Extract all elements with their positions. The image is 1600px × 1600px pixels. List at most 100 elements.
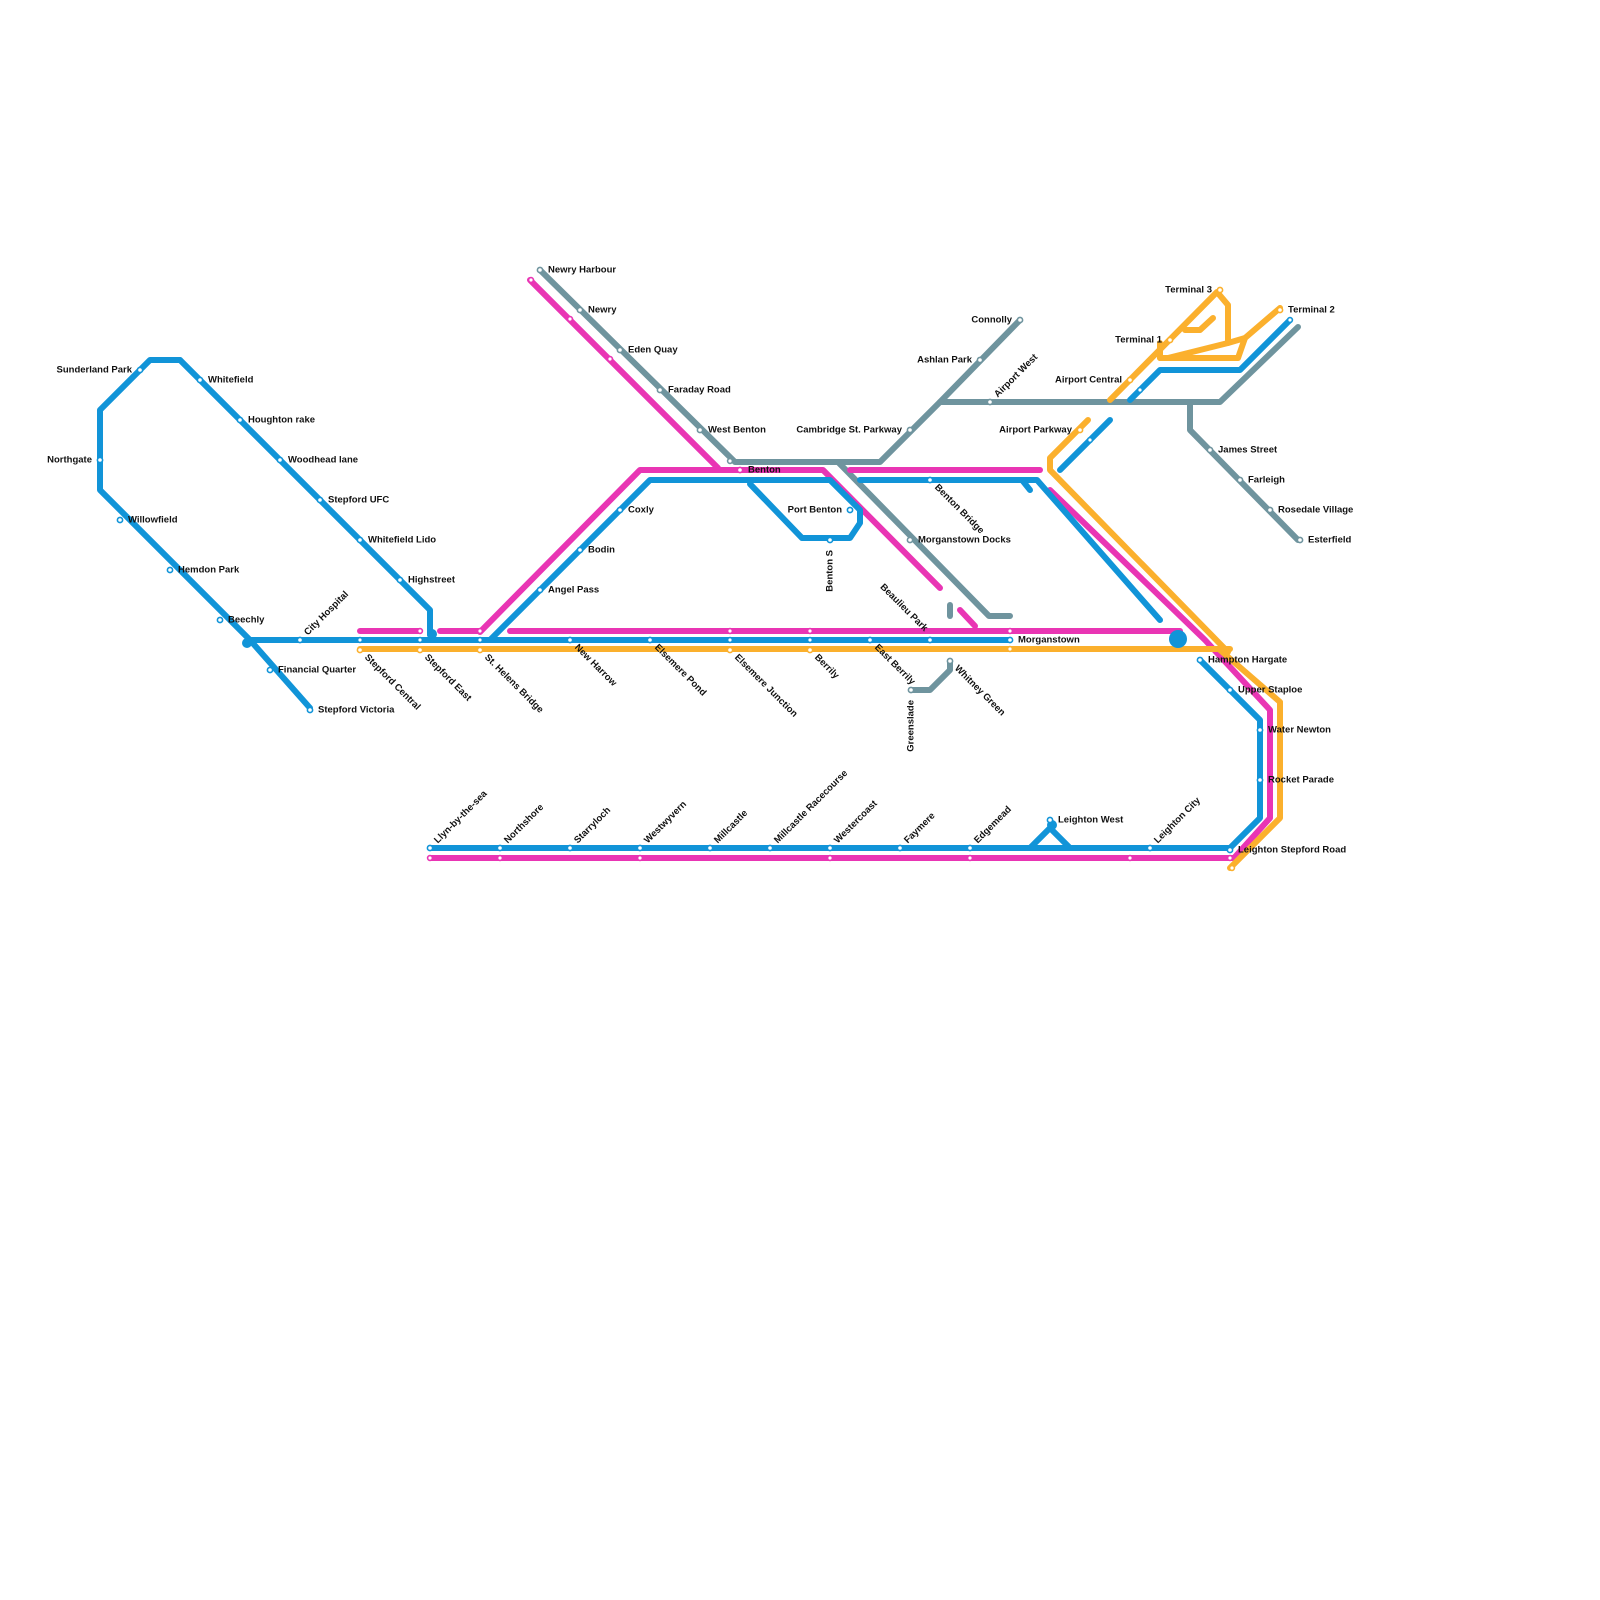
station-marker-greenslade[interactable]	[908, 687, 913, 692]
station-marker-west-benton[interactable]	[697, 427, 702, 432]
station-marker-eden-quay[interactable]	[617, 347, 622, 352]
station-marker	[1008, 647, 1013, 652]
station-marker-willowfield[interactable]	[117, 517, 122, 522]
station-marker-stepford-east[interactable]	[417, 647, 422, 652]
station-marker-northgate[interactable]	[97, 457, 102, 462]
station-marker-morganstown-docks[interactable]	[907, 537, 912, 542]
station-marker-water-newton[interactable]	[1257, 727, 1262, 732]
station-label-beaulieu-park: Beaulieu Park	[878, 582, 931, 635]
station-label-connolly: Connolly	[971, 315, 1012, 326]
station-marker-westwyvern[interactable]	[637, 845, 642, 850]
station-marker-highstreet[interactable]	[397, 577, 402, 582]
station-label-northgate: Northgate	[47, 455, 92, 466]
station-marker-terminal-1[interactable]	[1167, 337, 1172, 342]
station-marker-terminal-2[interactable]	[1277, 307, 1282, 312]
station-marker-airport-central[interactable]	[1127, 377, 1132, 382]
station-marker-hemdon-park[interactable]	[167, 567, 172, 572]
station-marker-leighton-stepford-road[interactable]	[1227, 847, 1232, 852]
station-marker-llyn-by-the-sea[interactable]	[427, 845, 432, 850]
station-marker-beaulieu-park[interactable]	[927, 637, 932, 642]
station-marker-city-hospital[interactable]	[297, 637, 302, 642]
station-marker-faraday-road[interactable]	[657, 387, 662, 392]
station-marker	[478, 638, 483, 643]
orange-line-segment-28	[1110, 292, 1228, 400]
station-marker	[418, 629, 423, 634]
station-marker-millcastle[interactable]	[707, 845, 712, 850]
station-marker-whitefield-lido[interactable]	[357, 537, 362, 542]
station-marker-coxly[interactable]	[617, 507, 622, 512]
station-label-coxly: Coxly	[628, 505, 655, 516]
station-label-stepford-victoria: Stepford Victoria	[318, 705, 395, 716]
station-marker	[608, 357, 613, 362]
station-marker-airport-parkway[interactable]	[1077, 427, 1082, 432]
station-label-stepford-central: Stepford Central	[362, 652, 422, 712]
station-marker-port-benton[interactable]	[847, 507, 852, 512]
station-marker-benton-bridge[interactable]	[927, 477, 932, 482]
station-marker-st-helens-bridge[interactable]	[477, 647, 482, 652]
station-marker-new-harrow[interactable]	[567, 637, 572, 642]
station-label-whitefield-lido: Whitefield Lido	[368, 535, 436, 546]
station-marker-james-street[interactable]	[1207, 447, 1212, 452]
station-marker-east-berrily[interactable]	[867, 637, 872, 642]
station-marker-starryloch[interactable]	[567, 845, 572, 850]
station-label-terminal-2: Terminal 2	[1288, 305, 1335, 316]
station-marker-rocket-parade[interactable]	[1257, 777, 1262, 782]
interchange-marker	[1169, 630, 1187, 648]
station-marker-sunderland-park[interactable]	[137, 367, 142, 372]
station-marker-stepford-central[interactable]	[357, 647, 362, 652]
station-marker-millcastle-racecourse[interactable]	[767, 845, 772, 850]
station-marker-hampton-hargate[interactable]	[1197, 657, 1202, 662]
station-marker-whitefield[interactable]	[197, 377, 202, 382]
blue-line-segment-20	[180, 360, 430, 635]
station-marker-esterfield[interactable]	[1297, 537, 1302, 542]
station-marker	[1230, 866, 1235, 871]
station-label-whitney-green: Whitney Green	[952, 663, 1007, 718]
station-marker-elsemere-pond[interactable]	[647, 637, 652, 642]
station-marker-terminal-3[interactable]	[1217, 287, 1222, 292]
station-label-highstreet: Highstreet	[408, 575, 456, 586]
station-marker-leighton-west[interactable]	[1047, 817, 1052, 822]
blue-line-segment-21	[100, 360, 250, 640]
station-marker	[728, 629, 733, 634]
station-marker	[1288, 318, 1293, 323]
station-label-elsemere-junction: Elsemere Junction	[732, 652, 800, 720]
station-marker-woodhead-lane[interactable]	[277, 457, 282, 462]
station-marker	[358, 638, 363, 643]
station-label-water-newton: Water Newton	[1268, 725, 1331, 736]
station-marker-bodin[interactable]	[577, 547, 582, 552]
station-marker-ashlan-park[interactable]	[977, 357, 982, 362]
station-marker-benton[interactable]	[737, 467, 742, 472]
station-marker-airport-west[interactable]	[987, 399, 992, 404]
station-marker-financial-quarter[interactable]	[267, 667, 272, 672]
station-marker-angel-pass[interactable]	[537, 587, 542, 592]
station-marker-northshore[interactable]	[497, 845, 502, 850]
station-marker-elsemere-junction[interactable]	[727, 647, 732, 652]
station-marker-farleigh[interactable]	[1237, 477, 1242, 482]
station-label-willowfield: Willowfield	[128, 515, 178, 526]
station-label-faymere: Faymere	[902, 810, 937, 845]
station-marker-edgemead[interactable]	[967, 845, 972, 850]
station-marker-stepford-victoria[interactable]	[307, 707, 312, 712]
station-marker-stepford-ufc[interactable]	[317, 497, 322, 502]
station-marker-faymere[interactable]	[897, 845, 902, 850]
station-marker-berrily[interactable]	[807, 647, 812, 652]
station-marker-morganstown[interactable]	[1007, 637, 1012, 642]
station-marker-westercoast[interactable]	[827, 845, 832, 850]
station-marker-leighton-city[interactable]	[1147, 845, 1152, 850]
station-marker-beechly[interactable]	[217, 617, 222, 622]
station-marker-rosedale-village[interactable]	[1267, 507, 1272, 512]
station-marker-whitney-green[interactable]	[947, 658, 952, 663]
station-label-westwyvern: Westwyvern	[642, 799, 689, 846]
station-marker	[529, 278, 534, 283]
station-marker-upper-staploe[interactable]	[1227, 687, 1232, 692]
station-marker-newry-harbour[interactable]	[537, 267, 542, 272]
station-marker-newry[interactable]	[577, 307, 582, 312]
station-marker-benton-s[interactable]	[827, 537, 832, 542]
station-marker-connolly[interactable]	[1017, 317, 1022, 322]
station-marker-cambridge-st-parkway[interactable]	[907, 427, 912, 432]
station-label-airport-west: Airport West	[992, 351, 1041, 400]
station-label-stepford-ufc: Stepford UFC	[328, 495, 389, 506]
station-label-starryloch: Starryloch	[572, 805, 613, 846]
station-marker-houghton-rake[interactable]	[237, 417, 242, 422]
